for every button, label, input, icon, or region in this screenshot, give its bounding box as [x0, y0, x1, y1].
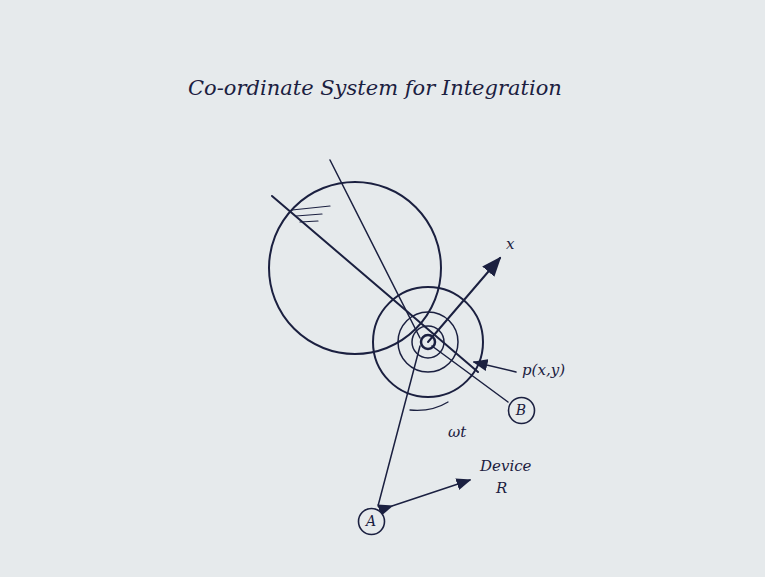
annotation-label: ωt — [446, 424, 468, 441]
callout-letter: A — [366, 514, 376, 528]
radial-line — [330, 160, 420, 338]
annotation-label: x — [504, 236, 516, 253]
dimension-line — [392, 480, 470, 506]
diagonal-line — [272, 196, 478, 372]
radius-line — [378, 346, 420, 506]
callout-circle: B — [507, 396, 536, 425]
annotation-label: Device — [478, 458, 533, 475]
callout-letter: B — [516, 403, 526, 417]
callout-circle: A — [357, 507, 386, 536]
diagram-title: Co-ordinate System for Integration — [186, 76, 564, 100]
x-axis — [428, 258, 500, 342]
annotation-label: R — [494, 480, 509, 497]
radius-line — [432, 346, 508, 402]
leader-line — [474, 362, 516, 372]
hatch — [292, 206, 330, 222]
angle-arc — [410, 402, 448, 410]
annotation-label: p(x,y) — [520, 362, 567, 379]
